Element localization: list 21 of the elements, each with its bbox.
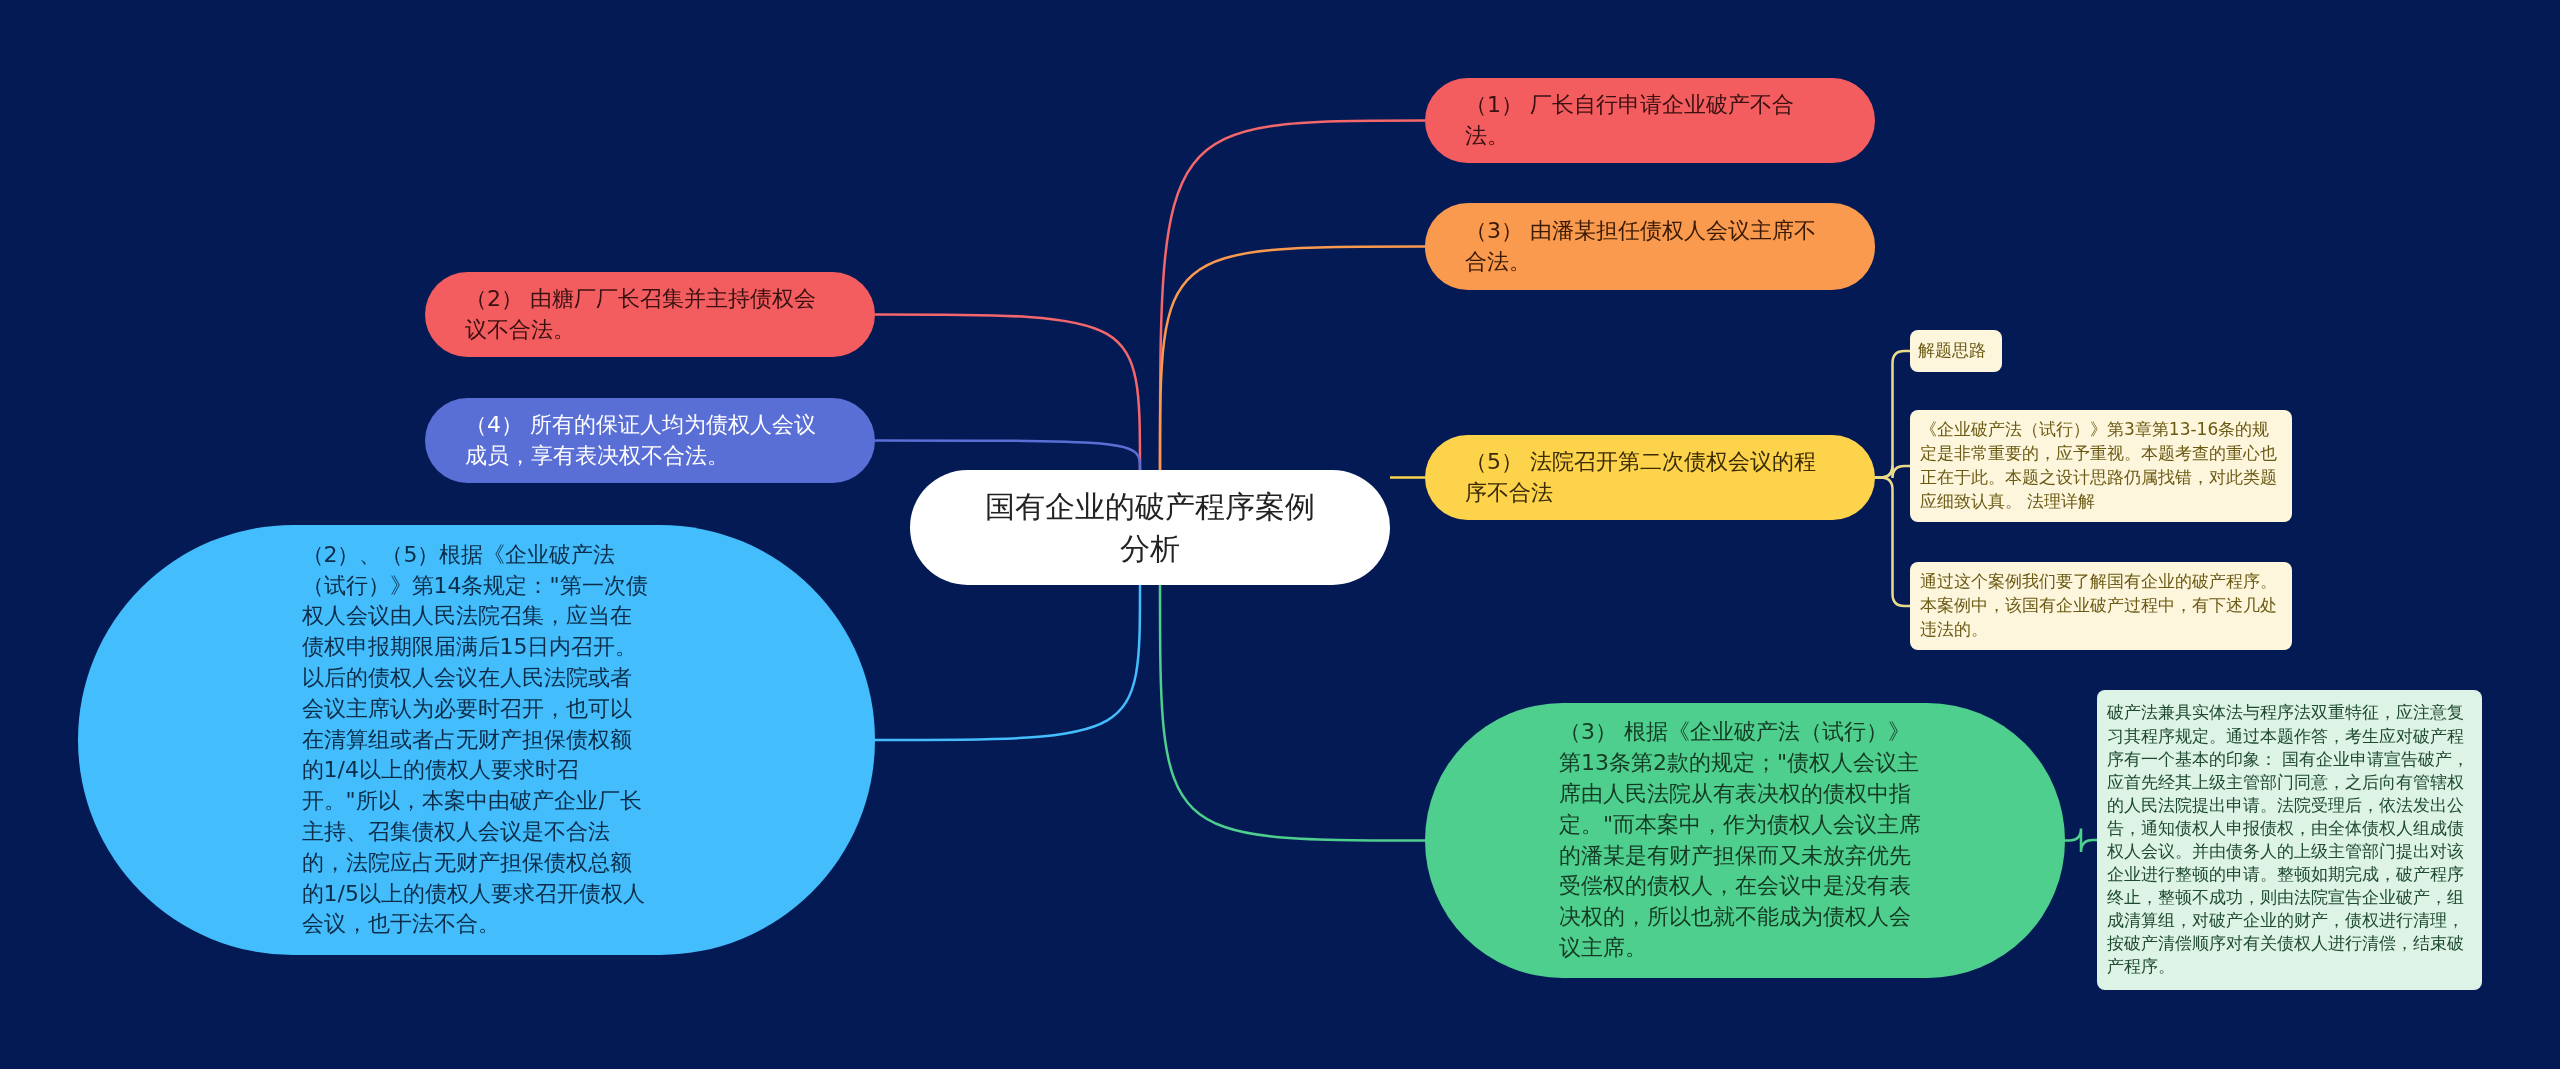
topic-text: 国有企业的破产程序案例分析 xyxy=(984,487,1316,568)
note-box xyxy=(1910,330,2002,372)
connector-line xyxy=(875,439,1142,471)
topic-text: （4） 所有的保证人均为债权人会议成员，享有表决权不合法。 xyxy=(465,410,817,470)
topic-text: （2） 由糖厂厂长召集并主持债权会议不合法。 xyxy=(465,284,817,344)
note-box xyxy=(1910,410,2292,522)
topic-text: （2）、（5）根据《企业破产法（试行）》第14条规定："第一次债权人会议由人民法院召集，应当在债权申报期限届满后15日内召开。以后的债权人会议在人民法院或者会议主席认为必要时召开，也可以在清算组或者占无财产担保债权额的1/4以上的债权人要求时召开。"所以，本案中由破产企业厂长主持、召集债权人会议是不合法的，法院应占无财产担保债权总额的1/5以上的债权人要求召开债权人会议，也于法不合。 xyxy=(301,540,649,939)
connector-line xyxy=(1390,476,1425,479)
note-box xyxy=(1910,562,2292,650)
connector-line xyxy=(1158,585,1425,842)
connector-line xyxy=(2065,827,2097,854)
connector-line xyxy=(875,585,1142,742)
topic-text: （3） 由潘某担任债权人会议主席不合法。 xyxy=(1465,216,1817,276)
topic-text: （3） 根据《企业破产法（试行）》第13条第2款的规定；"债权人会议主席由人民法院从有表决权的债权中指定。"而本案中，作为债权人会议主席的潘某是有财产担保而又未放弃优先受偿权的债权人，在会议中是没有表决权的，所以也就不能成为债权人会议主席。 xyxy=(1559,718,1923,962)
topic-text: 解题思路 xyxy=(1918,339,1987,363)
topic-text: 通过这个案例我们要了解国有企业的破产程序。本案例中，该国有企业破产过程中，有下述几处违法的。 xyxy=(1920,570,2278,641)
topic-text: （1） 厂长自行申请企业破产不合法。 xyxy=(1465,90,1795,150)
topic-text: 破产法兼具实体法与程序法双重特征，应注意复习其程序规定。通过本题作答，考生应对破产程序有一个基本的印象： 国有企业申请宣告破产，应首先经其上级主管部门同意，之后向有管辖权的人民法院提出申请。法院受理后，依法发出公告，通知债权人申报债权，由全体债权人组成债权人会议。并由债务人的上级主管部门提出对该企业进行整顿的申请。整顿如期完成，破产程序终止，整顿不成功，则由法院宣告企业破产，组成清算组，对破产企业的财产，债权进行清理，按破产清偿顺序对有关债权人进行清偿，结束破产程序。 xyxy=(2107,702,2471,979)
topic-text: 《企业破产法（试行）》第3章第13-16条的规定是非常重要的，应予重视。本题考查的重心也正在于此。本题之设计思路仍属找错，对此类题应细致认真。 法理详解 xyxy=(1920,418,2278,513)
topic-text: （5） 法院召开第二次债权会议的程序不合法 xyxy=(1465,447,1817,507)
connector-line xyxy=(1158,245,1425,470)
